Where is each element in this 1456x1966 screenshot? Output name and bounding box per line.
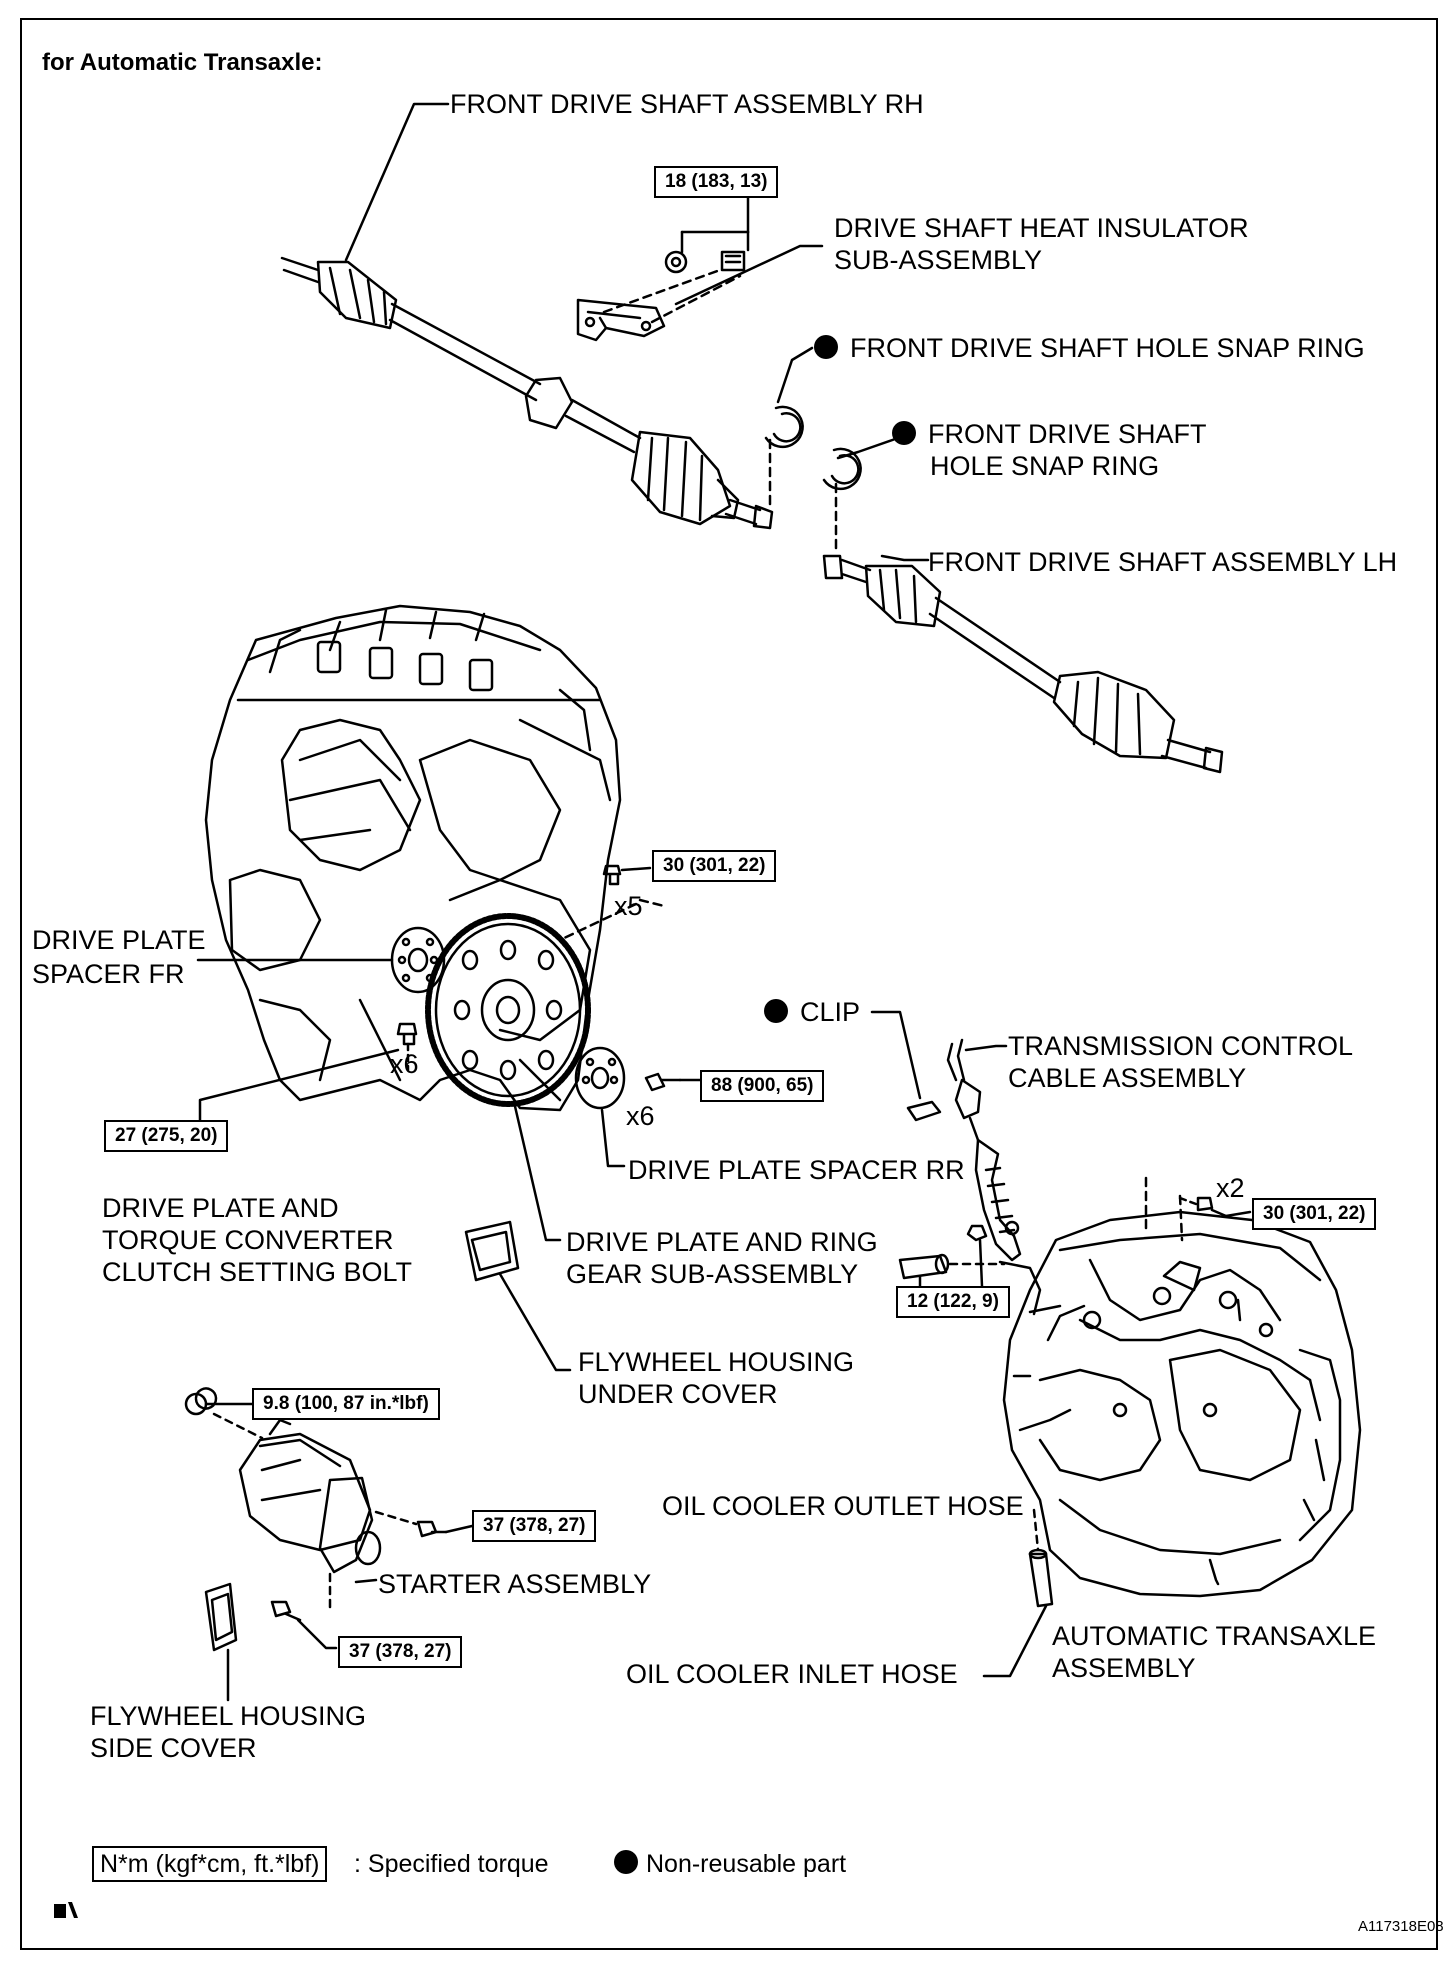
label-snap-ring-lh-line1: FRONT DRIVE SHAFT — [892, 418, 1207, 451]
starter-lower-bolt — [270, 1600, 302, 1622]
torque-starter-nut: 9.8 (100, 87 in.*lbf) — [252, 1388, 440, 1420]
legend-nonreusable-desc: Non-reusable part — [646, 1850, 847, 1878]
label-front-drive-shaft-lh: FRONT DRIVE SHAFT ASSEMBLY LH — [928, 547, 1398, 577]
nonreusable-mark — [814, 335, 838, 359]
label-snap-ring-rh-text: FRONT DRIVE SHAFT HOLE SNAP RING — [850, 333, 1365, 363]
torque-spacer-fr-bolt: 27 (275, 20) — [104, 1120, 229, 1152]
label-setting-bolt-line3: CLUTCH SETTING BOLT — [102, 1257, 413, 1287]
diagram-heading: for Automatic Transaxle: — [42, 49, 323, 76]
torque-starter-bolt-upper: 37 (378, 27) — [472, 1510, 597, 1542]
flywheel-housing-under-cover — [464, 1220, 520, 1282]
nonreusable-mark — [892, 421, 916, 445]
figure-id: A117318E08 — [1358, 1918, 1444, 1935]
legend-nonreusable: Non-reusable part — [614, 1848, 846, 1881]
drive-plate-spacer-fr — [390, 926, 446, 994]
cable-nut — [966, 1224, 988, 1242]
transmission-control-cable — [946, 1038, 1022, 1262]
legend-nonreusable-mark — [614, 1850, 638, 1874]
label-under-cover-line2: UNDER COVER — [578, 1379, 778, 1409]
torque-insulator: 18 (183, 13) — [654, 166, 779, 198]
legend-torque-desc: : Specified torque — [354, 1850, 549, 1878]
label-outlet-hose: OIL COOLER OUTLET HOSE — [662, 1491, 1024, 1521]
label-spacer-fr-line2: SPACER FR — [32, 959, 185, 989]
engine-bolt — [602, 864, 622, 886]
starter-assembly — [184, 1387, 382, 1574]
label-clip: CLIP — [764, 996, 860, 1029]
torque-spacer-rr-bolt: 88 (900, 65) — [700, 1070, 825, 1102]
label-tcc-line1: TRANSMISSION CONTROL — [1008, 1031, 1354, 1061]
document-icon — [54, 1902, 78, 1918]
label-inlet-hose: OIL COOLER INLET HOSE — [626, 1659, 958, 1689]
label-transaxle-line1: AUTOMATIC TRANSAXLE — [1052, 1621, 1377, 1651]
front-drive-shaft-lh — [822, 554, 1224, 774]
oil-cooler-outlet-hose — [898, 1253, 950, 1280]
label-heat-insulator-line2: SUB-ASSEMBLY — [834, 245, 1043, 275]
label-side-cover-line1: FLYWHEEL HOUSING — [90, 1701, 367, 1731]
spacer-rr-bolt — [644, 1072, 682, 1092]
engine-assembly — [204, 604, 622, 1112]
torque-cable-nut: 12 (122, 9) — [896, 1286, 1010, 1318]
label-tcc-line2: CABLE ASSEMBLY — [1008, 1063, 1247, 1093]
torque-engine-bolt: 30 (301, 22) — [652, 850, 777, 882]
nonreusable-mark — [764, 999, 788, 1023]
automatic-transaxle — [1002, 1210, 1362, 1598]
label-side-cover-line2: SIDE COVER — [90, 1733, 257, 1763]
spacer-fr-bolt — [396, 1022, 418, 1046]
label-ring-gear-line2: GEAR SUB-ASSEMBLY — [566, 1259, 859, 1289]
legend-torque-format: N*m (kgf*cm, ft.*lbf) — [92, 1846, 328, 1882]
transaxle-bolt — [1196, 1196, 1228, 1218]
qty-transaxle-bolt: x2 — [1216, 1173, 1245, 1203]
drive-plate-ring-gear — [425, 913, 591, 1107]
label-spacer-rr: DRIVE PLATE SPACER RR — [628, 1155, 965, 1185]
clip — [906, 1100, 942, 1122]
label-heat-insulator-line1: DRIVE SHAFT HEAT INSULATOR — [834, 213, 1249, 243]
oil-cooler-inlet-hose — [1028, 1548, 1054, 1608]
label-clip-text: CLIP — [800, 997, 861, 1027]
label-under-cover-line1: FLYWHEEL HOUSING — [578, 1347, 855, 1377]
torque-starter-bolt-lower: 37 (378, 27) — [338, 1636, 463, 1668]
label-setting-bolt-line2: TORQUE CONVERTER — [102, 1225, 394, 1255]
qty-spacer-fr-bolt: x6 — [390, 1049, 419, 1079]
qty-spacer-rr-bolt: x6 — [626, 1101, 655, 1131]
label-transaxle-line2: ASSEMBLY — [1052, 1653, 1196, 1683]
label-front-drive-shaft-rh: FRONT DRIVE SHAFT ASSEMBLY RH — [450, 89, 924, 119]
diagram-frame — [20, 18, 1438, 1950]
front-drive-shaft-rh — [280, 256, 774, 530]
label-snap-ring-lh-line2: HOLE SNAP RING — [930, 451, 1160, 481]
qty-engine-bolt: x5 — [614, 891, 643, 921]
label-spacer-fr-line1: DRIVE PLATE — [32, 925, 206, 955]
label-starter: STARTER ASSEMBLY — [378, 1569, 652, 1599]
starter-upper-bolt — [416, 1520, 448, 1538]
label-ring-gear-line1: DRIVE PLATE AND RING — [566, 1227, 878, 1257]
label-snap-ring-lh-text: FRONT DRIVE SHAFT — [928, 419, 1207, 449]
label-snap-ring-rh: FRONT DRIVE SHAFT HOLE SNAP RING — [814, 332, 1365, 365]
snap-ring-rh — [764, 405, 804, 449]
drive-shaft-heat-insulator — [576, 196, 750, 342]
label-setting-bolt-line1: DRIVE PLATE AND — [102, 1193, 339, 1223]
drive-plate-spacer-rr — [574, 1046, 626, 1110]
torque-transaxle-bolt: 30 (301, 22) — [1252, 1198, 1377, 1230]
snap-ring-lh — [822, 447, 862, 491]
flywheel-housing-side-cover — [204, 1582, 238, 1652]
